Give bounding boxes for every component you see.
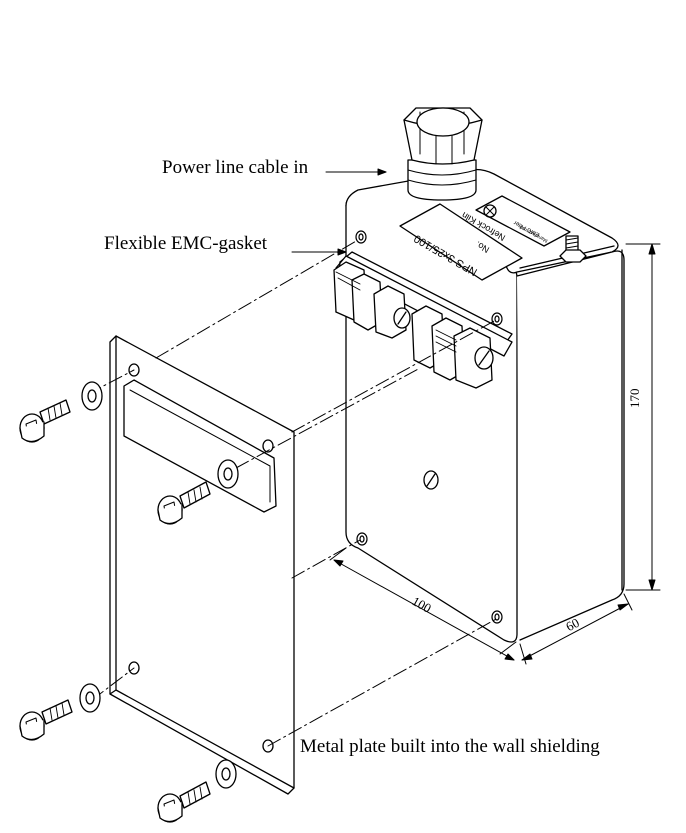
housing-screw-icon [355,230,503,624]
grounding-stud-icon [559,235,587,263]
terminal-block [333,261,494,389]
label-power-cable: Power line cable in [162,157,309,178]
metal-plate [109,335,295,795]
label-metal-plate: Metal plate built into the wall shieldin… [300,736,600,757]
nameplate [399,203,523,281]
maker-plate [475,195,571,247]
dimension-height: 170 [627,388,642,409]
center-screw-icon [423,470,439,490]
cap-screw-icon [19,381,239,823]
leader-lines [291,168,387,256]
cable-gland [403,107,483,201]
dimension-lines [329,243,661,665]
label-emc-gasket: Flexible EMC-gasket [104,233,268,254]
